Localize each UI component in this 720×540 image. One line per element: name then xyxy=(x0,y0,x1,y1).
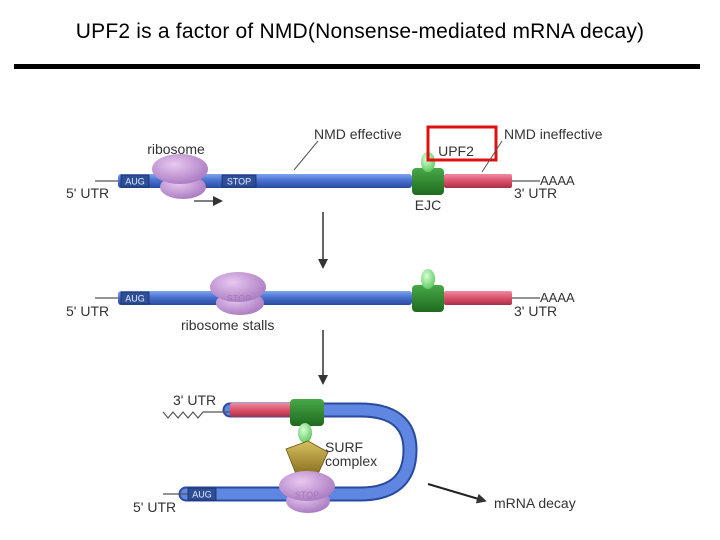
panel-1-scanning: AUG STOP ribosome EJC UPF2 NMD effective… xyxy=(66,125,603,213)
ejc-complex xyxy=(290,399,324,426)
aug-label: AUG xyxy=(125,177,145,187)
mrna-decay-label: mRNA decay xyxy=(494,495,576,511)
aug-codon xyxy=(120,174,150,188)
panel-2-stall: AUG STOP AAAA 5' UTR 3' UTR ribosome sta… xyxy=(66,269,575,333)
nmd-effective-leader xyxy=(293,140,319,171)
upf-protein xyxy=(298,423,312,443)
aug-codon xyxy=(120,291,150,305)
decay-arrow xyxy=(427,483,487,504)
ribosome-large-subunit xyxy=(210,272,266,302)
poly-a-tail: AAAA xyxy=(540,290,575,305)
stop-label-behind-ribosome: STOP xyxy=(227,294,251,304)
upf2-highlight-box xyxy=(426,125,498,162)
aug-codon xyxy=(187,487,217,501)
nmd-effective-label: NMD effective xyxy=(314,126,402,142)
panel-3-decay: 3' UTR AUG 5' UTR STOP SURF complex mRNA… xyxy=(133,392,576,515)
three-utr-label: 3' UTR xyxy=(173,392,216,408)
ribosome-label: ribosome xyxy=(147,141,205,157)
poly-a-tail: AAAA xyxy=(540,173,575,188)
surf-complex xyxy=(285,440,329,475)
poly-a-tail-squiggle xyxy=(162,411,230,419)
ejc-complex xyxy=(412,168,444,195)
aug-label: AUG xyxy=(192,490,212,500)
three-utr-region xyxy=(444,291,512,305)
five-utr-label: 5' UTR xyxy=(66,303,109,319)
three-utr-label: 3' UTR xyxy=(514,185,557,201)
nmd-ineffective-label: NMD ineffective xyxy=(504,126,603,142)
upf-protein xyxy=(421,152,435,172)
three-utr-label: 3' UTR xyxy=(514,303,557,319)
surf-label: SURF xyxy=(325,439,363,455)
mrna-loop xyxy=(180,404,416,500)
coding-region xyxy=(118,291,412,305)
ejc-label: EJC xyxy=(415,197,441,213)
five-utr-label: 5' UTR xyxy=(133,499,176,515)
ejc-complex xyxy=(412,285,444,312)
complex-label: complex xyxy=(325,453,377,469)
upf2-label: UPF2 xyxy=(438,143,474,159)
aug-label: AUG xyxy=(125,294,145,304)
slide-title: UPF2 is a factor of NMD(Nonsense-mediate… xyxy=(75,20,645,43)
ribosome-large-subunit xyxy=(279,471,335,501)
stop-label: STOP xyxy=(227,177,251,187)
nmd-ineffective-leader xyxy=(481,140,503,173)
upf-protein xyxy=(421,269,435,289)
three-utr-region xyxy=(230,403,294,417)
ribosome-stalls-label: ribosome stalls xyxy=(181,317,274,333)
five-utr-label: 5' UTR xyxy=(66,185,109,201)
stop-codon xyxy=(221,174,257,188)
title-divider xyxy=(14,64,700,69)
three-utr-region xyxy=(444,174,512,188)
ribosome-large-subunit xyxy=(152,154,208,184)
stop-label-behind-ribosome: STOP xyxy=(295,490,319,500)
